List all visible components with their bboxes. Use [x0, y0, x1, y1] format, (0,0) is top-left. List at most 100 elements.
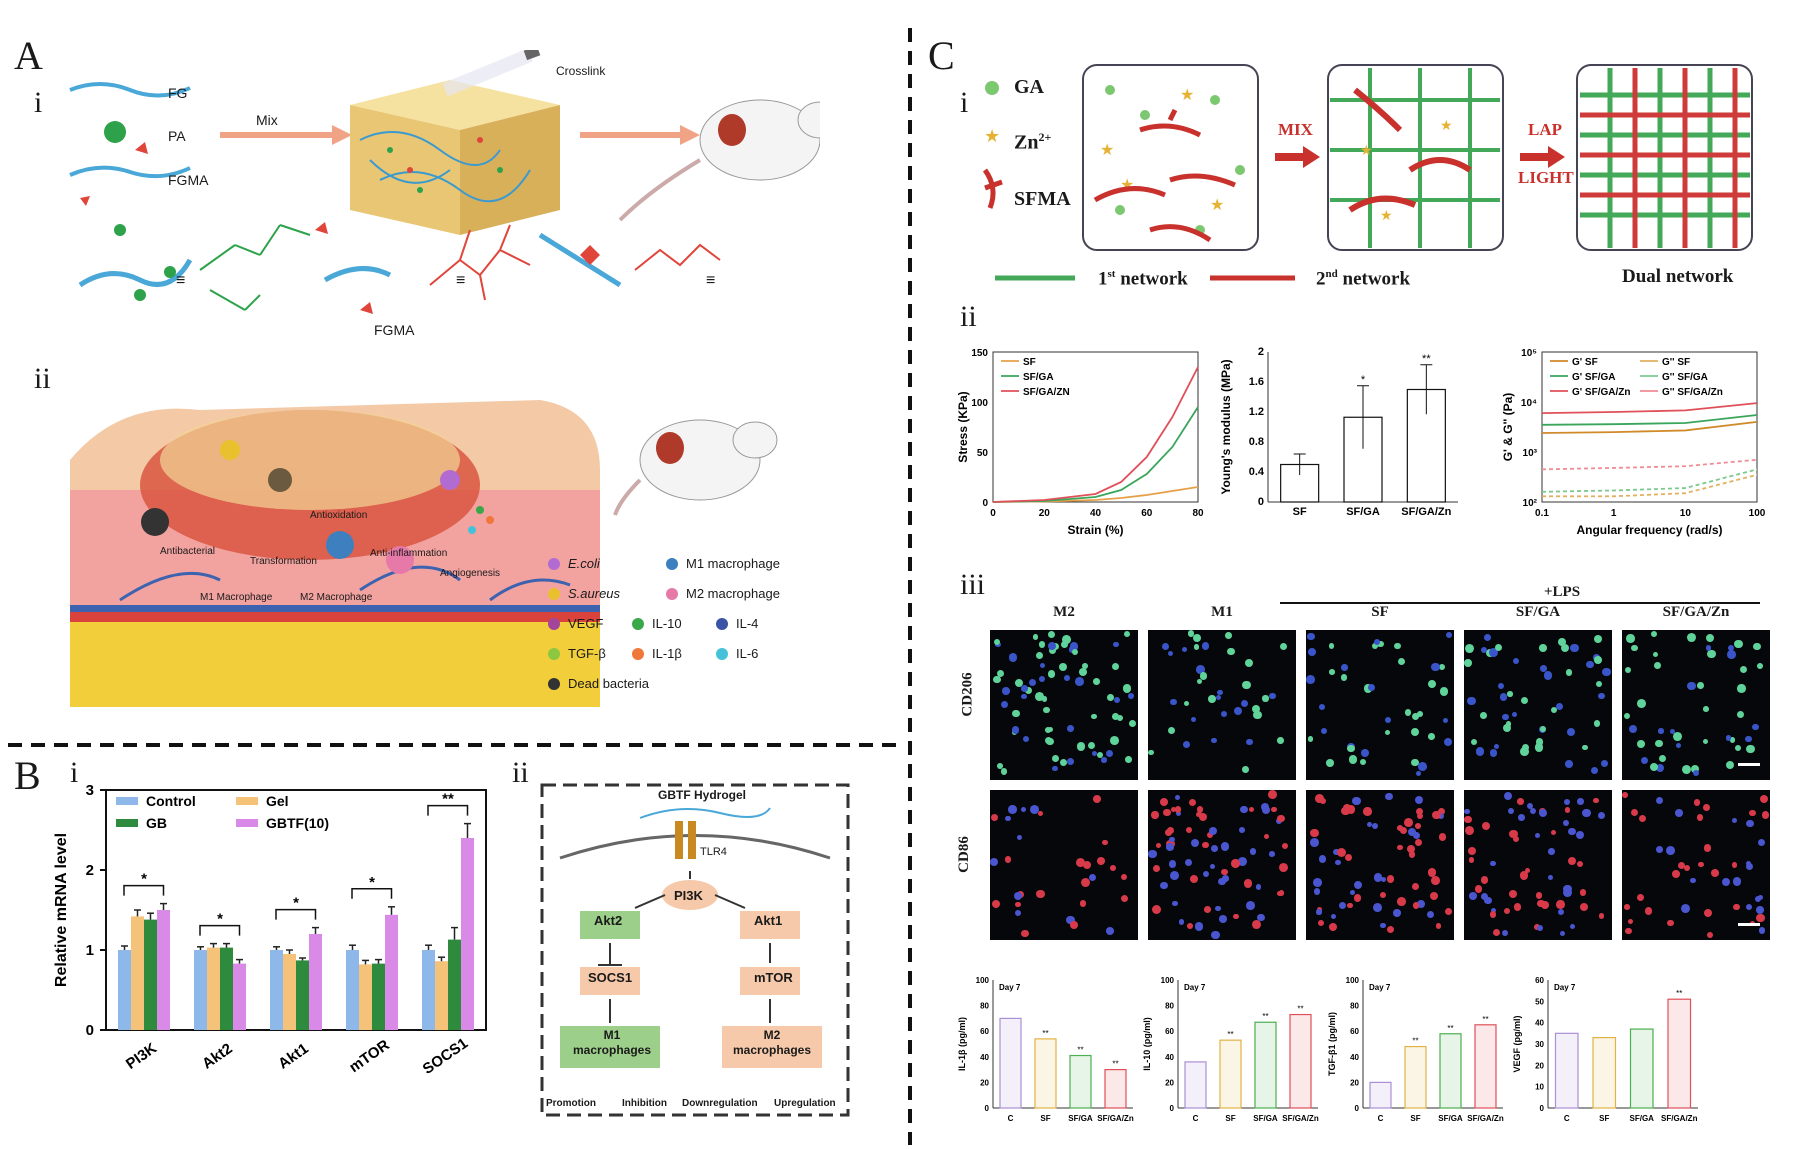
cell: [1110, 736, 1120, 745]
bar: [422, 950, 435, 1030]
cell: [1492, 929, 1500, 937]
cell: [1199, 812, 1208, 822]
mix-arrow-label: MIX: [1278, 120, 1313, 139]
cell: [1512, 835, 1520, 843]
cell: [1624, 903, 1630, 910]
cell: [1249, 848, 1257, 856]
cell: [1071, 648, 1079, 655]
y-axis-label: Relative mRNA level: [53, 833, 70, 987]
cell: [1000, 700, 1009, 709]
cell: [1732, 876, 1742, 886]
chart-title: Day 7: [1554, 983, 1576, 992]
cell: [1257, 913, 1266, 922]
cell: [1415, 838, 1423, 846]
cell: [1267, 790, 1277, 800]
cell: [1246, 738, 1253, 746]
key-swatch-icon: [666, 587, 678, 600]
cell: [1249, 806, 1255, 813]
cell: [1756, 663, 1763, 670]
cell: [1092, 795, 1102, 804]
cell: [1039, 641, 1046, 648]
cell: [1190, 838, 1199, 847]
cell: [1567, 728, 1576, 737]
cell: [1565, 760, 1573, 768]
chart-title: Day 7: [1369, 983, 1391, 992]
significance-bracket: [427, 804, 469, 816]
light-label: LIGHT: [1518, 168, 1574, 187]
cell: [1725, 735, 1732, 741]
cell: [1464, 815, 1472, 824]
cell: [1277, 890, 1283, 897]
cell: [1067, 725, 1074, 733]
panel-a-i-label: i: [34, 86, 43, 119]
cell: [1319, 798, 1326, 805]
cell: [1432, 810, 1441, 820]
cell: [1626, 634, 1635, 643]
cell: [1025, 687, 1033, 695]
cell: [1183, 700, 1190, 706]
cell: [1341, 664, 1348, 671]
cell: [1683, 865, 1691, 872]
cell: [1596, 680, 1603, 687]
significance-mark: *: [369, 874, 375, 891]
cell: [1361, 749, 1370, 757]
svg-text:★: ★: [984, 126, 1000, 146]
cell: [1367, 683, 1375, 691]
x-tick-label: 0: [990, 508, 996, 519]
cell: [1536, 924, 1543, 932]
cell: [1445, 632, 1452, 639]
cell: [1733, 903, 1740, 911]
cell: [1481, 646, 1488, 653]
y-tick-label: 0: [1540, 1104, 1545, 1113]
cell: [1637, 739, 1646, 748]
significance-mark: **: [1262, 1012, 1268, 1021]
cell: [1575, 830, 1585, 840]
cell: [1636, 698, 1646, 708]
cell: [1503, 724, 1512, 733]
legend-zn: Zn2+: [1014, 130, 1051, 155]
cell: [1330, 913, 1337, 920]
cell: [1397, 844, 1404, 851]
second-network-text: network: [1337, 268, 1411, 290]
x-tick-label: 40: [1090, 508, 1102, 519]
bar: [359, 964, 372, 1030]
significance-mark: *: [141, 871, 147, 888]
cell: [1215, 905, 1221, 912]
y-tick-label: 50: [1535, 997, 1544, 1006]
bar: [309, 934, 322, 1030]
cell: [1498, 682, 1505, 689]
cell: [1397, 657, 1406, 666]
cell: [1052, 765, 1058, 772]
cell: [1196, 811, 1202, 818]
cell: [1342, 803, 1351, 812]
pathway-m1: M1 macrophages: [562, 1028, 662, 1058]
cell: [1755, 895, 1762, 902]
micrograph: [1622, 790, 1770, 940]
series-line: [1542, 473, 1758, 498]
cell: [1710, 869, 1719, 877]
y-axis-label: VEGF (pg/ml): [1512, 1016, 1522, 1073]
legend-label: G'' SF/GA: [1662, 372, 1708, 383]
cell: [1407, 844, 1416, 853]
legend-label: SF/GA: [1023, 372, 1054, 383]
x-tick-label: SF: [1293, 506, 1307, 518]
y-tick-label: 80: [1165, 1002, 1174, 1011]
chart-title: Day 7: [1184, 983, 1206, 992]
micrograph: [1306, 630, 1454, 780]
key-item: M1 macrophage: [666, 556, 780, 571]
cell: [1751, 723, 1759, 731]
label-antibacterial: Antibacterial: [160, 546, 216, 557]
cell: [1656, 845, 1663, 853]
cell: [1089, 873, 1097, 881]
cell: [1037, 810, 1043, 816]
x-tick-label: 80: [1192, 508, 1204, 519]
cell: [1209, 827, 1217, 836]
significance-mark: **: [1482, 1015, 1488, 1024]
cell: [1551, 829, 1557, 836]
cell: [1722, 877, 1731, 886]
key-swatch-icon: [666, 557, 678, 570]
cell: [1594, 720, 1601, 727]
micrograph: [1622, 630, 1770, 780]
